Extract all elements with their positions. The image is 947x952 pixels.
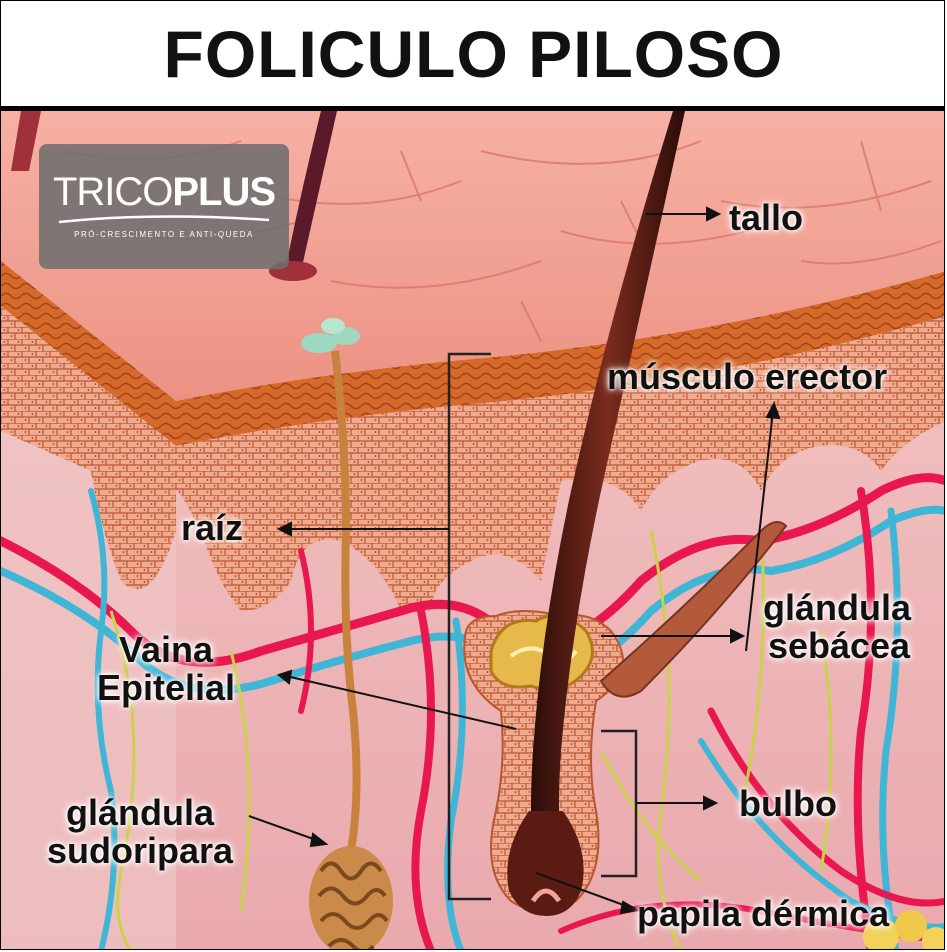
- title-bar: FOLICULO PILOSO: [1, 1, 945, 111]
- label-glandula-sudoripara: glándula sudoripara: [47, 794, 233, 870]
- label-vaina-line2: Epitelial: [97, 669, 235, 707]
- logo-brand-thin: TRICO: [53, 170, 172, 214]
- label-glandula-sebacea: glándula sebácea: [763, 589, 911, 665]
- label-glandula-sebacea-line2: sebácea: [763, 627, 911, 665]
- label-glandula-sudoripara-line1: glándula: [47, 794, 233, 832]
- logo-wordmark: TRICOPLUS: [39, 172, 289, 212]
- logo-brand-bold: PLUS: [172, 170, 275, 214]
- logo-tagline: PRÓ-CRESCIMENTO E ANTI-QUEDA: [39, 230, 289, 239]
- label-glandula-sudoripara-line2: sudoripara: [47, 832, 233, 870]
- logo-swoosh: [57, 214, 272, 226]
- label-tallo: tallo: [729, 199, 803, 237]
- label-glandula-sebacea-line1: glándula: [763, 589, 911, 627]
- label-papila-dermica: papila dérmica: [637, 895, 889, 933]
- label-musculo-erector: músculo erector: [607, 358, 887, 396]
- label-vaina-line1: Vaina: [97, 631, 235, 669]
- label-bulbo: bulbo: [739, 785, 837, 823]
- diagram-title: FOLICULO PILOSO: [164, 16, 784, 92]
- label-raiz: raíz: [181, 509, 243, 547]
- tricoplus-logo: TRICOPLUS PRÓ-CRESCIMENTO E ANTI-QUEDA: [39, 144, 289, 269]
- label-vaina-epitelial: Vaina Epitelial: [97, 631, 235, 707]
